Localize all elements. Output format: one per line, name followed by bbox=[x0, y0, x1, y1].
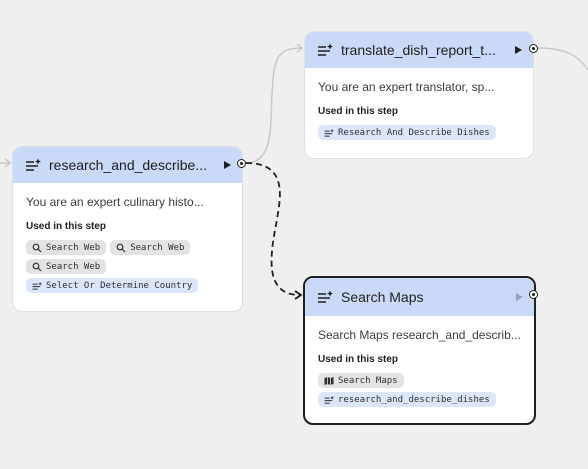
chip-label: Search Maps bbox=[338, 375, 398, 386]
map-icon bbox=[324, 376, 334, 385]
edge-translate-outgoing bbox=[537, 47, 588, 71]
node-description: You are an expert culinary histo... bbox=[26, 195, 204, 209]
used-in-step-label: Used in this step bbox=[318, 106, 399, 117]
edge-research-to-translate-arrow bbox=[296, 43, 304, 53]
chip-label: research_and_describe_dishes bbox=[338, 394, 490, 405]
output-port-search-maps[interactable] bbox=[529, 290, 538, 299]
tool-chip-search-maps[interactable]: Search Maps bbox=[318, 373, 404, 388]
edge-incoming-arrow bbox=[4, 158, 12, 168]
output-port-research[interactable] bbox=[237, 159, 246, 168]
tool-chip-search-web[interactable]: Search Web bbox=[26, 259, 107, 274]
node-header[interactable]: research_and_describe... bbox=[13, 147, 242, 183]
node-title: translate_dish_report_t... bbox=[341, 42, 496, 58]
node-header[interactable]: Search Maps bbox=[305, 278, 534, 316]
chip-label: Select Or Determine Country bbox=[46, 280, 193, 291]
step-chip-research-and-describe-dishes[interactable]: research_and_describe_dishes bbox=[318, 392, 496, 407]
step-icon bbox=[318, 43, 333, 56]
node-title: research_and_describe... bbox=[49, 157, 207, 173]
used-in-step-label: Used in this step bbox=[26, 221, 107, 232]
chip-list: Search Maps research_and_describe_dishes bbox=[318, 373, 521, 407]
node-translate-dish-report[interactable]: translate_dish_report_t... You are an ex… bbox=[304, 31, 534, 159]
edge-research-to-translate bbox=[245, 47, 303, 164]
tool-chip-search-web[interactable]: Search Web bbox=[26, 240, 107, 255]
edge-research-to-search-maps-arrow bbox=[294, 290, 303, 300]
step-icon bbox=[324, 128, 334, 137]
chip-label: Research And Describe Dishes bbox=[338, 127, 490, 138]
search-icon bbox=[116, 243, 126, 252]
step-icon bbox=[32, 281, 42, 290]
chip-label: Search Web bbox=[130, 242, 185, 253]
node-description: You are an expert translator, sp... bbox=[318, 80, 495, 94]
tool-chip-search-web[interactable]: Search Web bbox=[110, 240, 191, 255]
node-search-maps[interactable]: Search Maps Search Maps research_and_des… bbox=[303, 276, 536, 425]
play-icon[interactable] bbox=[222, 160, 232, 170]
node-title: Search Maps bbox=[341, 289, 424, 305]
step-icon bbox=[324, 395, 334, 404]
chip-label: Search Web bbox=[46, 242, 101, 253]
used-in-step-label: Used in this step bbox=[318, 354, 399, 365]
play-icon[interactable] bbox=[513, 45, 523, 55]
node-header[interactable]: translate_dish_report_t... bbox=[305, 32, 533, 68]
search-icon bbox=[32, 243, 42, 252]
node-research-and-describe[interactable]: research_and_describe... You are an expe… bbox=[12, 146, 243, 312]
output-port-translate[interactable] bbox=[529, 44, 538, 53]
chip-list: Search Web Search Web Search Web bbox=[26, 240, 229, 293]
step-chip-select-or-determine-country[interactable]: Select Or Determine Country bbox=[26, 278, 199, 293]
chip-label: Search Web bbox=[46, 261, 101, 272]
step-icon bbox=[26, 158, 41, 171]
search-icon bbox=[32, 262, 42, 271]
play-icon[interactable] bbox=[514, 292, 524, 302]
step-chip-research-and-describe-dishes[interactable]: Research And Describe Dishes bbox=[318, 125, 496, 140]
node-description: Search Maps research_and_describ... bbox=[318, 328, 521, 342]
edge-research-to-search-maps bbox=[245, 162, 301, 296]
step-icon bbox=[318, 290, 333, 303]
chip-list: Research And Describe Dishes bbox=[318, 125, 520, 140]
